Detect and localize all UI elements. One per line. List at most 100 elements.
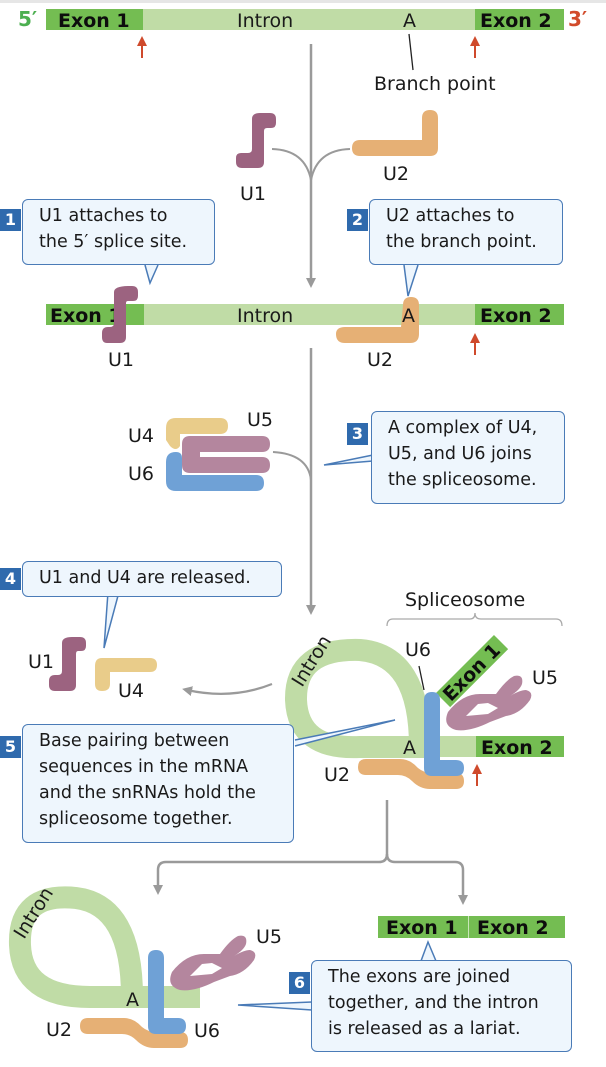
u5-shape: [446, 675, 532, 731]
exon2-label: Exon 2: [481, 737, 553, 759]
released-snrnas: U1 U4: [28, 637, 273, 702]
u2-label: U2: [367, 349, 393, 371]
u1-join-curve: [271, 148, 312, 181]
pre-mrna: 5′ Exon 1 Intron A Exon 2 3′ Branch poin…: [18, 7, 587, 95]
intron-tail: [360, 736, 480, 757]
exon1-label: Exon 1: [58, 10, 130, 32]
complex-join-curve: [272, 451, 312, 481]
callout6-pointer: [237, 1001, 313, 1011]
step-badge-6: 6: [289, 972, 310, 994]
u5-shape: [170, 935, 256, 991]
u4-released-shape: [95, 658, 157, 691]
callout-step-6: The exons are joined together, and the i…: [311, 960, 572, 1052]
u1-label: U1: [240, 183, 266, 205]
splice-site-arrow-3: [470, 36, 480, 58]
u4-label: U4: [128, 425, 154, 447]
callout-step-1: U1 attaches to the 5′ splice site.: [22, 199, 215, 265]
u5-label: U5: [256, 926, 282, 948]
spliced-mrna: Exon 1 Exon 2: [378, 916, 565, 939]
exon2-label: Exon 2: [480, 305, 552, 327]
step-badge-1: 1: [0, 209, 21, 231]
top-border: [0, 0, 606, 3]
callout-step-2: U2 attaches to the branch point.: [369, 199, 563, 265]
intron-label: Intron: [237, 305, 293, 327]
u6-shape: [148, 950, 186, 1034]
branch-point-label: Branch point: [374, 73, 496, 95]
u2-label: U2: [324, 764, 350, 786]
u5-shape: [182, 436, 270, 473]
callout-step-4: U1 and U4 are released.: [22, 561, 282, 597]
release-arrow: [182, 682, 273, 696]
arrow-to-product: [385, 853, 468, 905]
u1-bound-shape: [102, 286, 138, 343]
flow-arrow-split: [153, 800, 468, 905]
exon2-segment: [476, 736, 564, 757]
spliceosome-bracket: [386, 612, 563, 627]
u5-label: U5: [532, 667, 558, 689]
intron-tail: [90, 987, 200, 1008]
exon2-segment: [469, 916, 565, 938]
callout3-pointer: [323, 454, 374, 466]
arrow-to-lariat: [153, 853, 389, 895]
intron-segment: [143, 9, 475, 30]
three-prime-label: 3′: [568, 7, 587, 31]
u6-shape: [166, 452, 264, 491]
u2-shape: [80, 1018, 188, 1048]
callout5-pointer: [294, 719, 396, 747]
splice-site-arrow-3: [470, 333, 480, 355]
lariat: Intron A U2 U6 U5: [8, 883, 282, 1048]
u6-pointer: [418, 665, 425, 691]
u4-shape: [166, 418, 228, 449]
splice-site-arrow-3: [472, 764, 482, 786]
callout2-pointer: [403, 264, 419, 297]
stage2-mrna: Exon 1 Intron Exon 2 U1 A U2: [46, 286, 564, 371]
u2-label: U2: [46, 1019, 72, 1041]
u5-label: U5: [247, 409, 273, 431]
u4-label: U4: [118, 680, 144, 702]
callout-step-5: Base pairing between sequences in the mR…: [22, 724, 294, 843]
u2-shape: [358, 759, 464, 789]
branch-nucleotide: A: [126, 989, 139, 1011]
callout1-pointer: [144, 264, 159, 286]
step-badge-3: 3: [347, 423, 368, 445]
step-badge-2: 2: [347, 209, 368, 231]
callout-step-3: A complex of U4, U5, and U6 joins the sp…: [371, 411, 565, 504]
spliceosome-label: Spliceosome: [405, 589, 525, 611]
exon2-label: Exon 2: [480, 10, 552, 32]
step-badge-5: 5: [0, 736, 21, 758]
callout4-pointer: [103, 591, 120, 649]
intron-lariat-loop: [8, 886, 200, 1008]
u6-label: U6: [128, 463, 154, 485]
five-prime-label: 5′: [18, 7, 37, 31]
exon2-label: Exon 2: [477, 917, 549, 939]
exon1-segment: [46, 9, 143, 30]
exon2-segment: [475, 9, 564, 30]
intron-segment: [144, 304, 475, 325]
u6-shape: [424, 692, 464, 776]
exon1-segment: [378, 916, 468, 938]
exon1-label: Exon 1: [50, 305, 122, 327]
u2-bound-shape: [336, 297, 419, 343]
step-badge-4: 4: [0, 568, 21, 590]
exon1-segment: [436, 635, 509, 708]
u2-label: U2: [383, 163, 409, 185]
branch-nucleotide: A: [403, 737, 416, 759]
u1-released-shape: [49, 637, 86, 691]
u2-join-curve: [310, 148, 351, 181]
splice-site-arrow-5: [137, 36, 147, 58]
branch-nucleotide: A: [402, 305, 415, 327]
branch-point-pointer: [408, 33, 414, 71]
intron-label: Intron: [237, 10, 293, 32]
u6-label: U6: [194, 1020, 220, 1042]
u1-label: U1: [28, 651, 54, 673]
u6-label: U6: [405, 639, 431, 661]
callout6-top-pointer: [420, 939, 437, 962]
exon1-label: Exon 1: [386, 917, 458, 939]
branch-nucleotide: A: [403, 10, 416, 32]
u4-u5-u6-complex: U4 U5 U6: [128, 409, 312, 491]
u1-label: U1: [108, 349, 134, 371]
u2-snrna-shape: [352, 110, 438, 156]
spliceosome: Spliceosome Exon 2 A Intron Exon 1 U2 U6…: [284, 589, 564, 789]
u1-snrna-shape: [236, 113, 276, 168]
